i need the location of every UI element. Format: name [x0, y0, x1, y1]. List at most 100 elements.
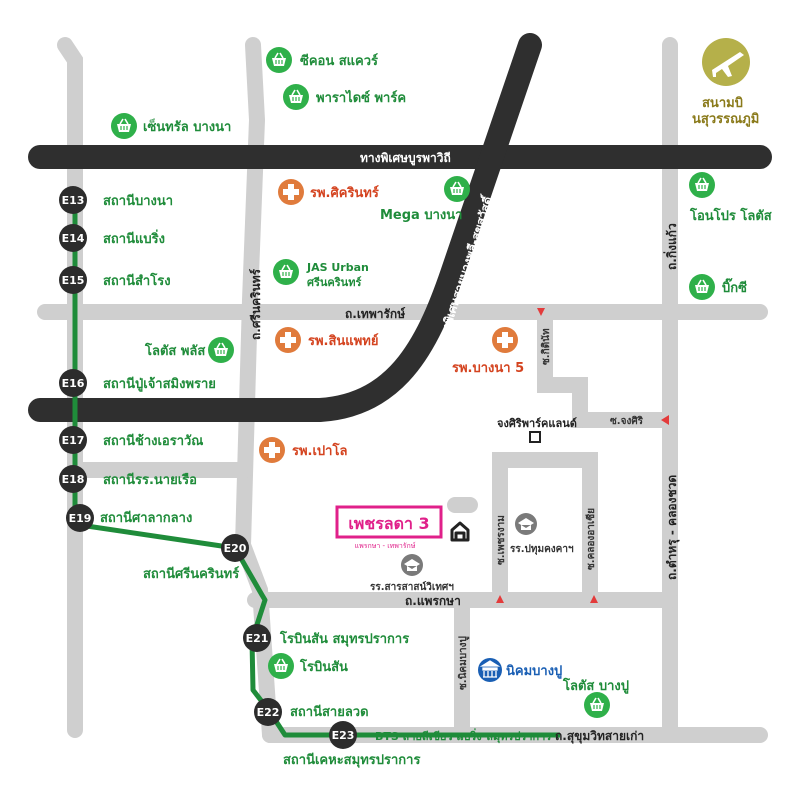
svg-text:E16: E16	[62, 377, 85, 390]
shopping-lotus-plus[interactable]: โลตัส พลัส	[144, 337, 234, 363]
svg-text:บิ๊กซี: บิ๊กซี	[722, 278, 747, 296]
svg-text:จงศิริพาร์คแลนด์: จงศิริพาร์คแลนด์	[497, 417, 577, 430]
school-pathum[interactable]: รร.ปทุมคงคาฯ	[510, 513, 574, 555]
shopping-seacon[interactable]: ซีคอน สแควร์	[266, 47, 378, 73]
svg-text:โลตัส บางปู: โลตัส บางปู	[562, 677, 629, 694]
station-e14[interactable]: E14 สถานีแบริ่ง	[59, 224, 165, 252]
expressways	[28, 33, 772, 422]
label-soi-nikhom: ซ.นิคมบางปู	[457, 636, 470, 690]
shopping-lotus-onepro[interactable]: โอนโปร โลตัส	[689, 172, 772, 224]
station-name: สถานีศาลากลาง	[100, 510, 192, 526]
building-icon	[479, 660, 501, 678]
hospital-bangna5[interactable]: รพ.บางนา 5	[452, 327, 524, 376]
station-name: สถานีรร.นายเรือ	[103, 472, 197, 488]
svg-text:รร.ปทุมคงคาฯ: รร.ปทุมคงคาฯ	[510, 543, 574, 555]
station-e20[interactable]: E20 สถานีศรีนครินทร์	[143, 534, 249, 582]
project-petlada[interactable]: เพชรลดา 3 แพรกษา - เทพารักษ์	[335, 505, 470, 550]
bts-line-label: BTS สายสีเขียว แบริ่ง-สมุทรปราการ	[375, 728, 551, 744]
school-saras[interactable]: รร.สารสาสน์วิเทศฯ	[370, 554, 454, 593]
station-name: สถานีสำโรง	[103, 272, 171, 289]
station-e18[interactable]: E18 สถานีรร.นายเรือ	[59, 465, 197, 493]
hospital-sikarin[interactable]: รพ.ศิครินทร์	[278, 179, 379, 205]
road-markers	[496, 308, 669, 603]
svg-text:JAS Urban: JAS Urban	[306, 261, 369, 274]
cross-icon	[497, 332, 513, 348]
road-soi-phetcharaporn	[492, 452, 598, 598]
airport[interactable]: สนามบิ นสุวรรณภูมิ	[692, 38, 759, 127]
svg-text:E15: E15	[62, 274, 85, 287]
svg-text:สนามบิ: สนามบิ	[702, 96, 743, 111]
station-name: สถานีแบริ่ง	[103, 229, 165, 247]
svg-text:นสุวรรณภูมิ: นสุวรรณภูมิ	[692, 112, 759, 127]
hospital-sinphaet[interactable]: รพ.สินแพทย์	[275, 327, 378, 353]
shopping-bigc[interactable]: บิ๊กซี	[689, 274, 747, 300]
place-jongsiri[interactable]: จงศิริพาร์คแลนด์	[497, 417, 577, 443]
shopping-lotus-bangpu[interactable]: โลตัส บางปู	[562, 677, 629, 718]
svg-text:E14: E14	[62, 232, 85, 245]
hospital-paolo[interactable]: รพ.เปาโล	[259, 437, 347, 463]
station-name: สถานีสายลวด	[290, 704, 369, 720]
station-e23[interactable]: E23 สถานีเคหะสมุทรปราการ	[283, 721, 420, 768]
home-icon	[450, 521, 470, 542]
station-e22[interactable]: E22 สถานีสายลวด	[254, 698, 369, 726]
shopping-mega[interactable]: Mega บางนา	[380, 176, 470, 223]
station-e21[interactable]: E21 โรบินสัน สมุทรปราการ	[243, 624, 409, 652]
shopping-paradise[interactable]: พาราไดซ์ พาร์ค	[283, 84, 406, 110]
station-e16[interactable]: E16 สถานีปู่เจ้าสมิงพราย	[59, 369, 216, 397]
svg-text:E13: E13	[62, 194, 85, 207]
station-name: สถานีปู่เจ้าสมิงพราย	[103, 376, 216, 392]
marker-triangle	[590, 595, 598, 603]
hospitals: รพ.ศิครินทร์ รพ.สินแพทย์ รพ.บางนา 5 รพ.เ…	[259, 179, 524, 463]
marker-triangle	[661, 415, 669, 425]
label-phraeksa: ถ.แพรกษา	[405, 594, 461, 608]
bts-stations: E13 สถานีบางนา E14 สถานีแบริ่ง E15 สถานี…	[59, 186, 420, 768]
svg-text:Mega บางนา: Mega บางนา	[380, 208, 462, 223]
shopping-central[interactable]: เซ็นทรัล บางนา	[111, 113, 231, 139]
station-e13[interactable]: E13 สถานีบางนา	[59, 186, 173, 214]
shopping-jas[interactable]: JAS Urban ศรีนครินทร์	[273, 259, 369, 289]
cross-icon	[280, 332, 296, 348]
station-name: สถานีศรีนครินทร์	[143, 566, 239, 582]
expressway-bangphli	[28, 33, 542, 422]
shopping-robinson[interactable]: โรบินสัน	[268, 653, 348, 679]
marker-triangle	[537, 308, 545, 316]
label-soi-phetcharaporn: ซ.เพชรงาม	[496, 515, 507, 565]
label-sukhumvit-old: ถ.สุขุมวิทสายเก่า	[555, 729, 644, 744]
cross-icon	[264, 442, 280, 458]
station-e17[interactable]: E17 สถานีช้างเอราวัณ	[59, 426, 203, 454]
svg-text:เซ็นทรัล บางนา: เซ็นทรัล บางนา	[143, 117, 231, 135]
station-name: โรบินสัน สมุทรปราการ	[279, 630, 409, 647]
svg-text:E22: E22	[257, 706, 280, 719]
svg-text:โรบินสัน: โรบินสัน	[299, 658, 348, 675]
svg-text:โอนโปร โลตัส: โอนโปร โลตัส	[689, 207, 772, 224]
label-soi-kitinat: ซ.กิตินัท	[540, 328, 552, 365]
svg-text:E20: E20	[224, 542, 247, 555]
graduation-cap-icon	[518, 518, 534, 530]
road-soi-kitinat	[537, 312, 678, 428]
label-tamru: ถ.ตำหรุ - คลองชวด	[665, 475, 680, 580]
svg-text:E18: E18	[62, 473, 85, 486]
svg-text:E23: E23	[332, 729, 355, 742]
svg-text:E21: E21	[246, 632, 269, 645]
graduation-cap-icon	[404, 559, 420, 571]
place-nikhom-bangpu[interactable]: นิคมบางปู	[478, 658, 562, 682]
svg-text:รพ.เปาโล: รพ.เปาโล	[292, 442, 347, 459]
svg-text:นิคมบางปู: นิคมบางปู	[506, 664, 562, 679]
svg-text:โลตัส พลัส: โลตัส พลัส	[144, 342, 205, 359]
svg-text:รร.สารสาสน์วิเทศฯ: รร.สารสาสน์วิเทศฯ	[370, 581, 454, 593]
station-name: สถานีช้างเอราวัณ	[103, 433, 203, 449]
airplane-icon	[712, 52, 744, 77]
label-expressway-burapha: ทางพิเศษบูรพาวิถี	[360, 151, 451, 166]
label-soi-khlongsathi: ซ.คลองอาเซีย	[585, 508, 597, 570]
station-e15[interactable]: E15 สถานีสำโรง	[59, 266, 171, 294]
park-icon	[529, 431, 541, 443]
station-e19[interactable]: E19 สถานีศาลากลาง	[66, 504, 192, 532]
svg-text:E17: E17	[62, 434, 85, 447]
station-name: สถานีเคหะสมุทรปราการ	[283, 752, 420, 768]
svg-text:พาราไดซ์ พาร์ค: พาราไดซ์ พาร์ค	[316, 89, 406, 106]
station-name: สถานีบางนา	[103, 193, 173, 209]
label-thepharak: ถ.เทพารักษ์	[345, 307, 405, 321]
project-sign	[335, 505, 443, 539]
project-name: เพชรลดา 3	[348, 514, 429, 533]
